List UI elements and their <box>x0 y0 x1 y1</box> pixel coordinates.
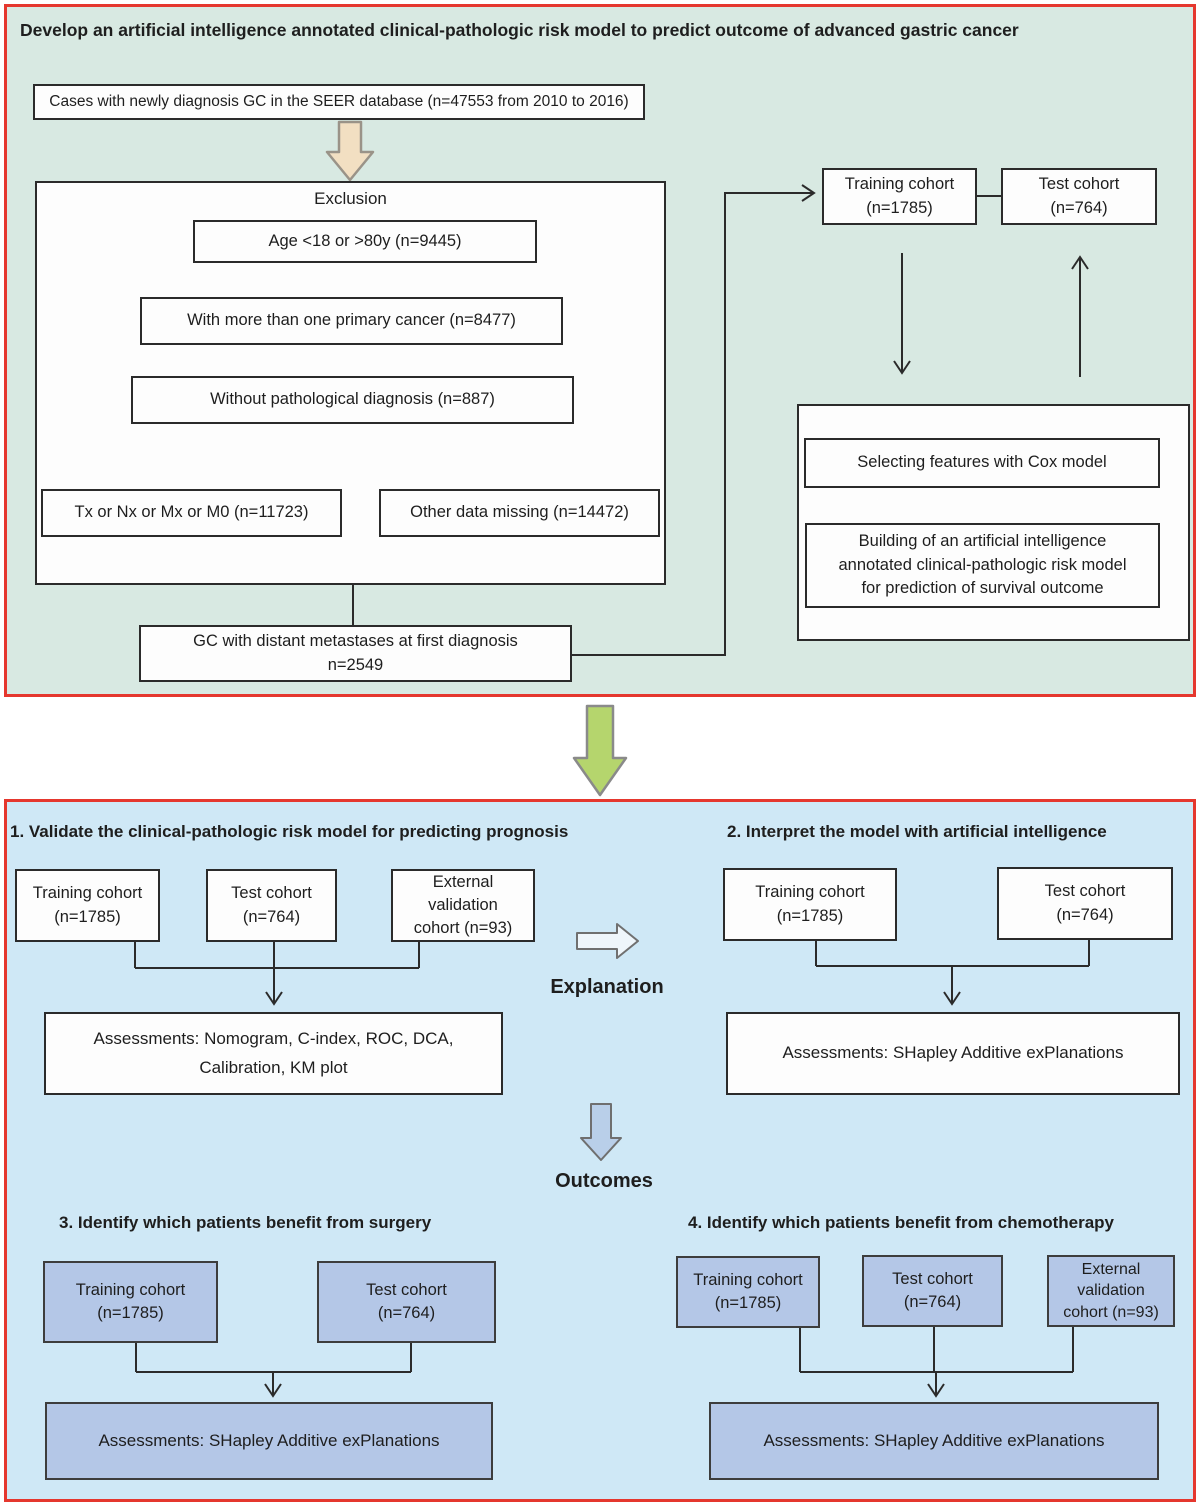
tan-down-arrow-outline <box>325 120 375 182</box>
white-right-arrow <box>576 923 639 959</box>
section1-test-box: Test cohort (n=764) <box>206 869 337 942</box>
green-down-arrow <box>572 704 628 797</box>
section3-title: 3. Identify which patients benefit from … <box>59 1213 432 1232</box>
section1-connectors <box>134 942 420 1006</box>
training-cohort-top-box: Training cohort (n=1785) <box>822 168 977 225</box>
exclusion-tnm-box: Tx or Nx or Mx or M0 (n=11723) <box>41 489 342 537</box>
selecting-features-box: Selecting features with Cox model <box>804 438 1160 488</box>
section3-test-box: Test cohort (n=764) <box>317 1261 496 1343</box>
gc-metastases-box: GC with distant metastases at first diag… <box>139 625 572 682</box>
cases-box: Cases with newly diagnosis GC in the SEE… <box>33 84 645 120</box>
section1-title: 1. Validate the clinical-pathologic risk… <box>10 822 569 841</box>
section2-title: 2. Interpret the model with artificial i… <box>727 822 1107 841</box>
exclusion-primary-cancer-box: With more than one primary cancer (n=847… <box>140 297 563 345</box>
explanation-label: Explanation <box>550 976 664 998</box>
model-to-test-arrow <box>1071 255 1089 377</box>
section2-connectors <box>815 940 1090 1006</box>
exclusion-label: Exclusion <box>314 189 387 208</box>
building-model-box: Building of an artificial intelligence a… <box>805 523 1160 608</box>
training-to-model-arrow <box>893 253 911 375</box>
section4-training-box: Training cohort (n=1785) <box>676 1256 820 1328</box>
section2-assessments-box: Assessments: SHapley Additive exPlanatio… <box>726 1012 1180 1095</box>
figure-title: Develop an artificial intelligence annot… <box>20 20 1019 40</box>
gc-to-training-connector <box>572 184 816 656</box>
section3-assessments-box: Assessments: SHapley Additive exPlanatio… <box>45 1402 493 1480</box>
section1-external-box: External validation cohort (n=93) <box>391 869 535 942</box>
section4-title: 4. Identify which patients benefit from … <box>688 1213 1115 1232</box>
exclusion-pathology-box: Without pathological diagnosis (n=887) <box>131 376 574 424</box>
test-cohort-top-box: Test cohort (n=764) <box>1001 168 1157 225</box>
section4-external-box: External validation cohort (n=93) <box>1047 1255 1175 1327</box>
section3-connectors <box>135 1343 412 1398</box>
exclusion-missing-box: Other data missing (n=14472) <box>379 489 660 537</box>
section2-training-box: Training cohort (n=1785) <box>723 868 897 941</box>
exclusion-age-box: Age <18 or >80y (n=9445) <box>193 220 537 263</box>
section4-connectors <box>799 1327 1074 1398</box>
blue-down-arrow <box>580 1103 622 1161</box>
section4-assessments-box: Assessments: SHapley Additive exPlanatio… <box>709 1402 1159 1480</box>
section3-training-box: Training cohort (n=1785) <box>43 1261 218 1343</box>
section1-assessments-box: Assessments: Nomogram, C-index, ROC, DCA… <box>44 1012 503 1095</box>
section1-training-box: Training cohort (n=1785) <box>15 869 160 942</box>
outcomes-label: Outcomes <box>555 1170 653 1192</box>
section4-test-box: Test cohort (n=764) <box>862 1255 1003 1327</box>
section2-test-box: Test cohort (n=764) <box>997 867 1173 940</box>
